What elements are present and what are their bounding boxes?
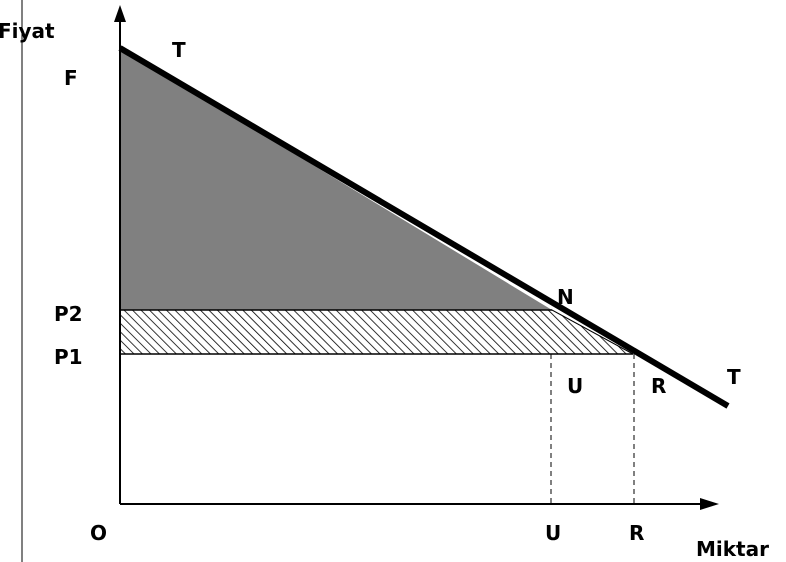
curve-label-end: T: [727, 365, 741, 389]
y-axis-arrow: [114, 5, 126, 22]
point-label-r: R: [651, 374, 666, 398]
price-label-p1: P1: [54, 345, 83, 369]
x-axis-label: Miktar: [696, 537, 769, 561]
point-label-n: N: [557, 285, 574, 309]
price-label-f: F: [64, 66, 78, 90]
demand-line: [118, 45, 730, 409]
y-axis-label: Fiyat: [0, 19, 55, 43]
region-label-u: U: [567, 374, 583, 398]
origin-label: O: [90, 521, 107, 545]
curve-label-start: T: [172, 38, 186, 62]
x-tick-u: U: [545, 521, 561, 545]
x-tick-r: R: [629, 521, 644, 545]
hatched-area: [119, 309, 634, 355]
x-axis-arrow: [700, 498, 719, 510]
price-label-p2: P2: [54, 302, 83, 326]
